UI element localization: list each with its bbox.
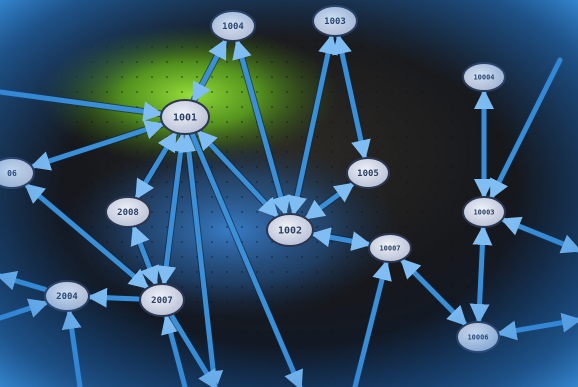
node-10004[interactable]: 10004 <box>462 62 506 92</box>
node-06[interactable]: 06 <box>0 157 35 189</box>
node-label: 1003 <box>324 17 346 27</box>
node-shape <box>0 157 35 189</box>
node-2004[interactable]: 2004 <box>44 280 90 312</box>
node-1002[interactable]: 1002 <box>266 213 314 247</box>
node-10006[interactable]: 10006 <box>456 321 500 353</box>
node-label: 2008 <box>117 208 139 218</box>
node-label: 10007 <box>379 244 400 252</box>
node-1001[interactable]: 1001 <box>160 99 210 135</box>
node-label: 10004 <box>473 73 494 81</box>
node-10003[interactable]: 10003 <box>462 196 506 228</box>
node-label: 2007 <box>151 296 173 306</box>
edge-arrow <box>86 287 141 308</box>
node-2007[interactable]: 2007 <box>139 283 185 317</box>
node-label: 10003 <box>473 208 494 216</box>
node-1003[interactable]: 1003 <box>312 5 358 37</box>
node-label: 1005 <box>357 169 379 179</box>
node-label: 2004 <box>56 292 78 302</box>
node-label: 1001 <box>173 113 197 124</box>
node-10007[interactable]: 10007 <box>368 233 412 263</box>
node-2008[interactable]: 2008 <box>105 196 151 228</box>
node-1004[interactable]: 1004 <box>210 10 256 42</box>
node-label: 1002 <box>278 226 302 237</box>
node-label: 10006 <box>467 333 488 341</box>
node-label: 06 <box>7 169 17 178</box>
node-1005[interactable]: 1005 <box>346 157 390 189</box>
node-label: 1004 <box>222 22 244 32</box>
